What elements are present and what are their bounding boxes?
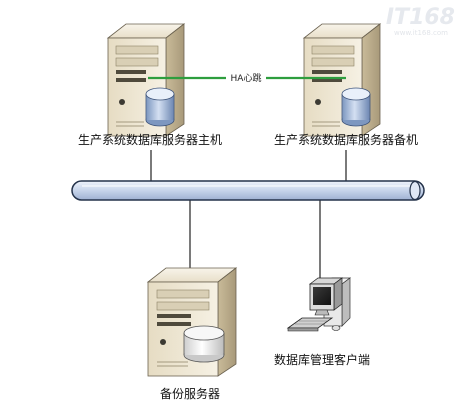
watermark-logo: IT168	[386, 5, 455, 30]
standby-server-label: 生产系统数据库服务器备机	[274, 132, 418, 147]
standby-server	[302, 23, 382, 137]
client-workstation	[286, 277, 352, 332]
watermark: IT168 www.it168.com	[386, 5, 455, 37]
network-bus	[71, 180, 425, 201]
primary-server	[106, 23, 186, 137]
watermark-url: www.it168.com	[394, 29, 448, 37]
database-icon	[145, 87, 175, 127]
client-label: 数据库管理客户端	[274, 352, 370, 367]
backup-server-label: 备份服务器	[160, 386, 220, 401]
ha-heartbeat-label: HA心跳	[231, 72, 262, 84]
network-connectors	[150, 150, 347, 288]
backup-server	[146, 267, 238, 377]
ha-heartbeat-link: HA心跳	[148, 72, 346, 84]
primary-server-label: 生产系统数据库服务器主机	[78, 132, 222, 147]
database-icon	[341, 87, 371, 127]
computer-icon	[286, 277, 352, 332]
backup-disk-icon	[183, 325, 225, 363]
